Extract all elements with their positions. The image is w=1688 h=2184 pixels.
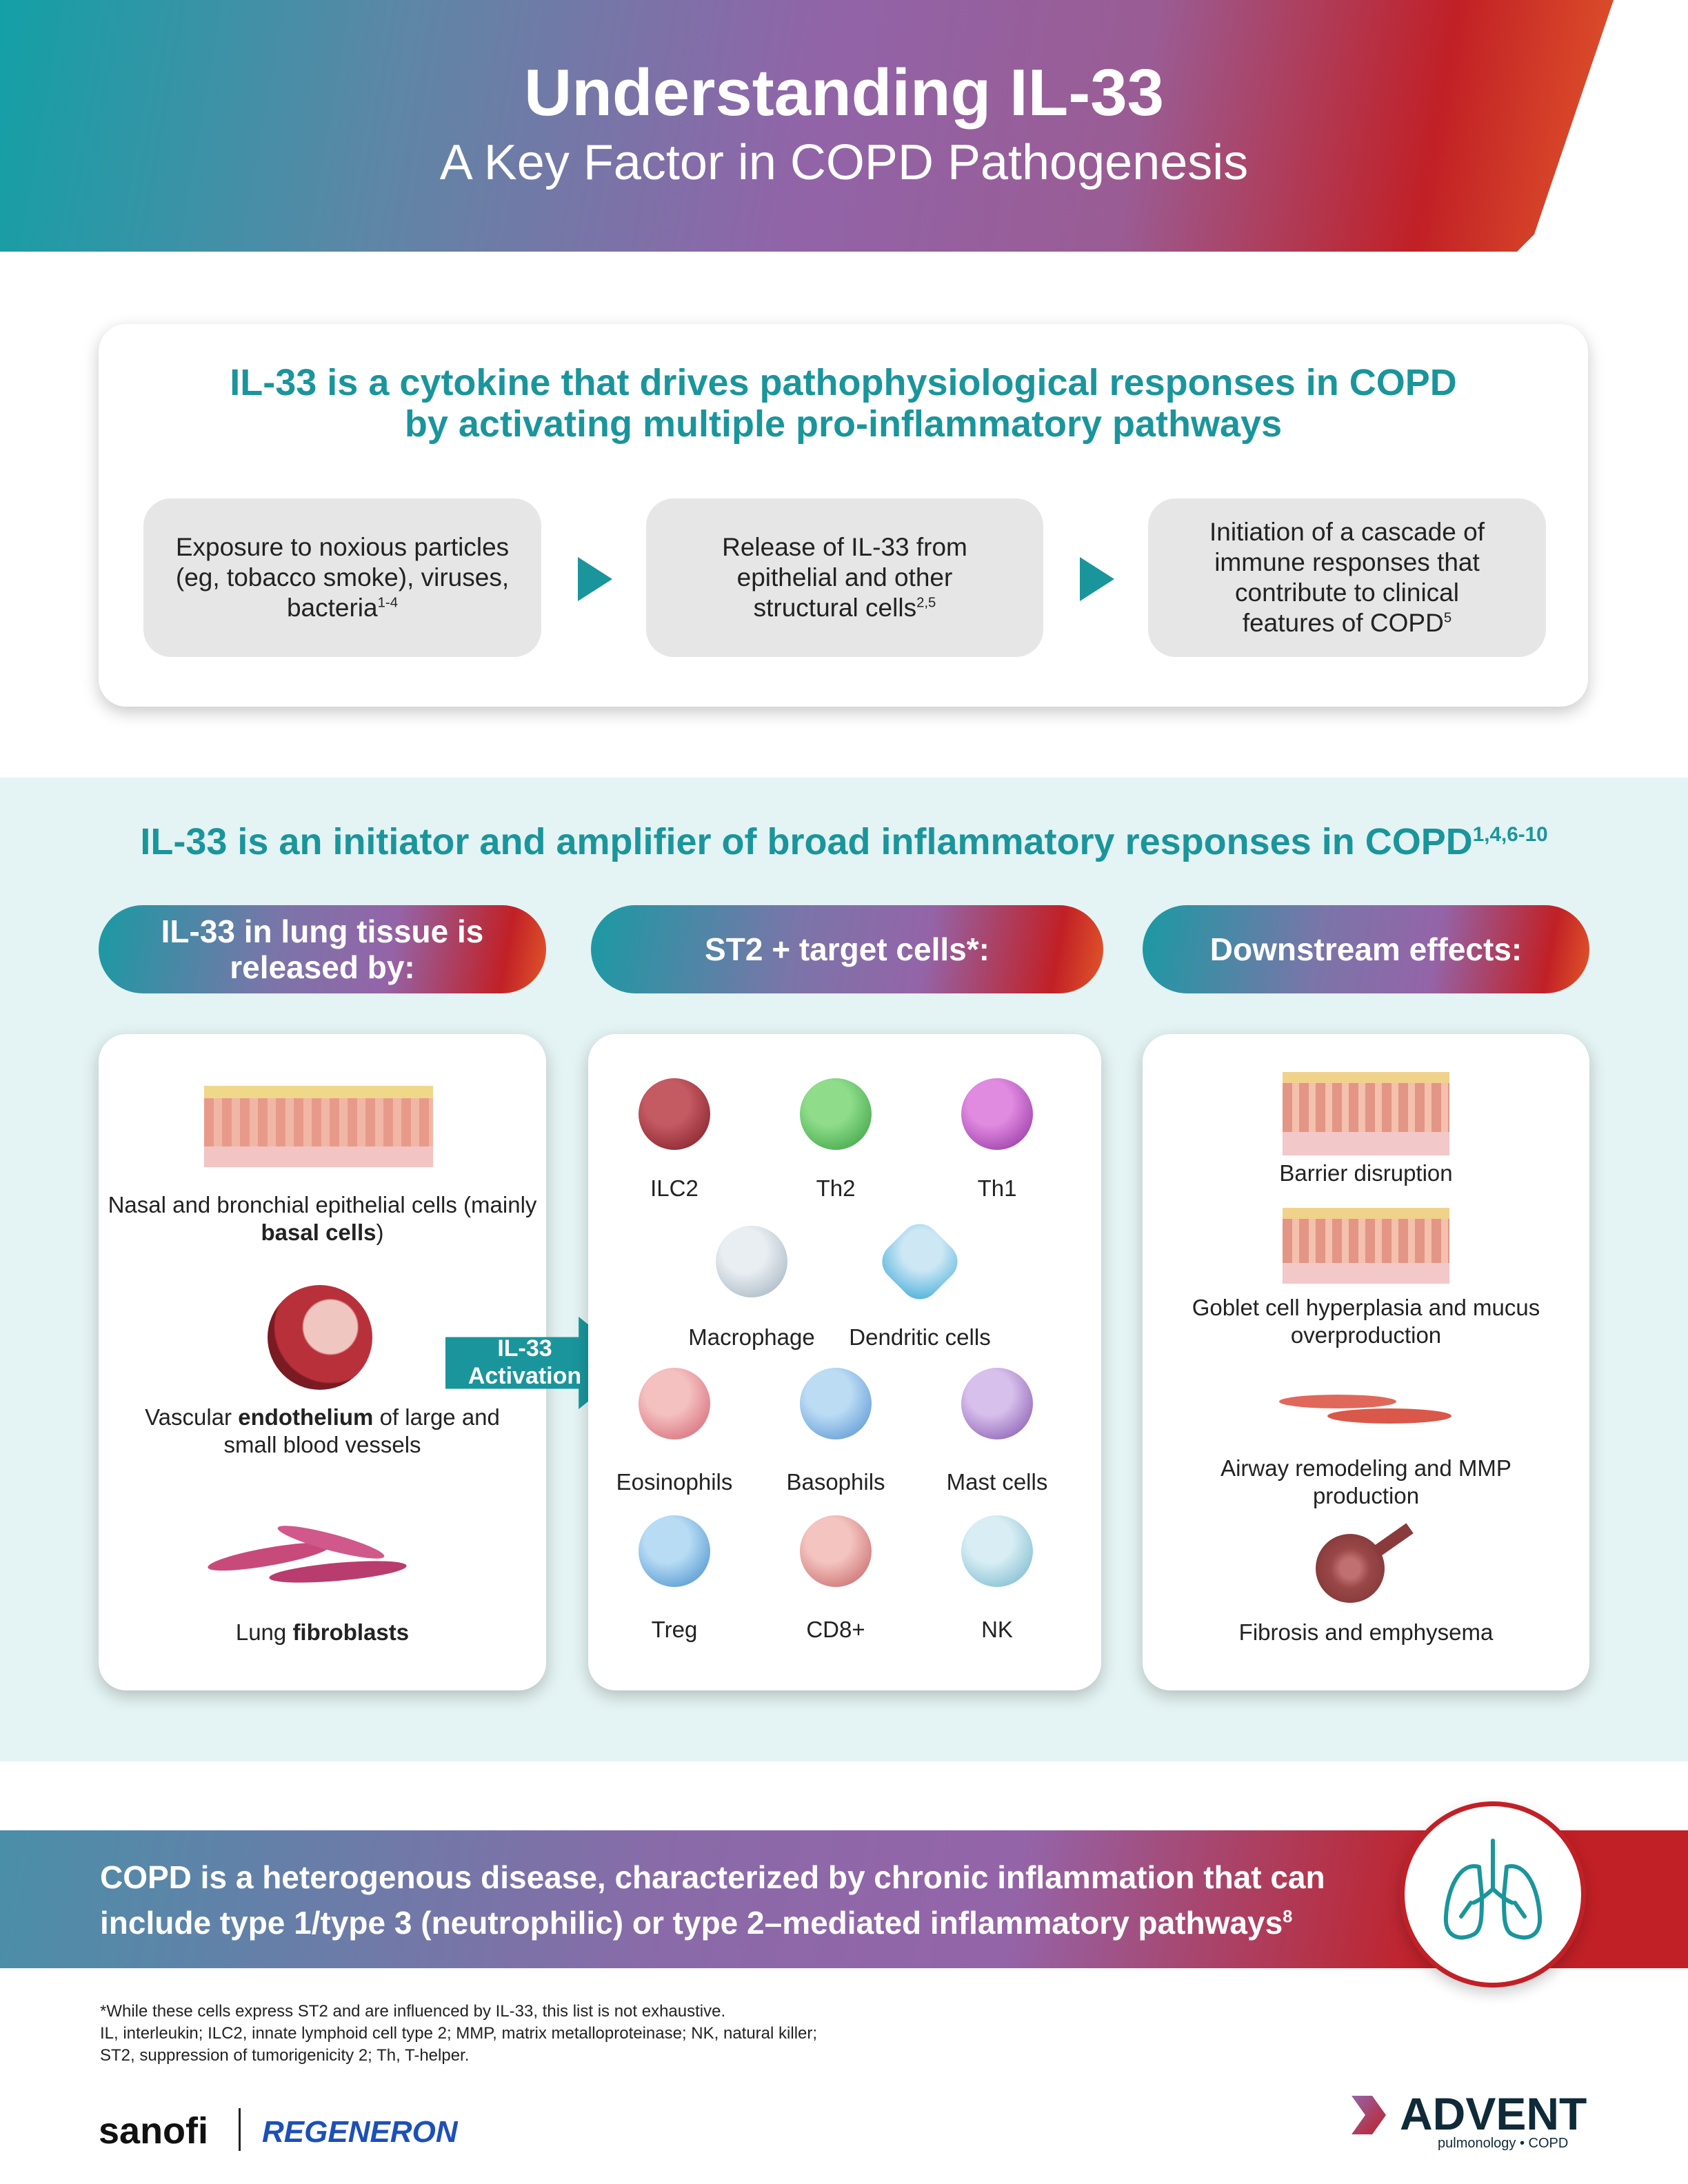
step-ref: 5: [1443, 610, 1452, 626]
step-text: Release of IL-33 from epithelial and oth…: [722, 533, 967, 622]
fibroblast-illustration: [206, 1519, 414, 1589]
cell-illustration: [639, 1515, 710, 1587]
page-subtitle: A Key Factor in COPD Pathogenesis: [439, 135, 1249, 190]
step-ref: 2,5: [916, 595, 936, 611]
section-ref: 1,4,6-10: [1472, 823, 1548, 846]
effect-label: Fibrosis and emphysema: [1238, 1619, 1494, 1645]
intro-title: IL-33 is a cytokine that drives pathophy…: [99, 362, 1588, 445]
cell-label: ILC2: [650, 1175, 699, 1201]
endothelium-label: Vascular endothelium of large and small …: [145, 1404, 500, 1457]
smooth-muscle-illustration: [1279, 1389, 1451, 1430]
cell-illustration: [961, 1078, 1033, 1150]
step-cascade: Initiation of a cascade of immune respon…: [1148, 498, 1546, 657]
epithelial-label: Nasal and bronchial epithelial cells (ma…: [108, 1192, 537, 1245]
cell-label: CD8+: [806, 1617, 865, 1642]
barrier-illustration: [1283, 1072, 1449, 1155]
cell-illustration: [961, 1368, 1033, 1439]
fibroblast-label: Lung fibroblasts: [235, 1619, 410, 1645]
cell-label: Th2: [816, 1175, 856, 1201]
cell-label: Basophils: [786, 1469, 885, 1495]
goblet-illustration: [1283, 1208, 1449, 1284]
cell-illustration: [639, 1368, 710, 1439]
cell-label: Eosinophils: [616, 1469, 733, 1495]
conclusion-text: COPD is a heterogenous disease, characte…: [100, 1859, 1325, 1941]
blood-vessel-illustration: [268, 1285, 372, 1390]
advent-logo: ADVENT: [1400, 2088, 1587, 2139]
effect-label: Goblet cell hyperplasia and mucus overpr…: [1192, 1295, 1540, 1348]
step-exposure: Exposure to noxious particles (eg, tobac…: [143, 498, 541, 657]
page-title: Understanding IL-33: [523, 56, 1165, 130]
alveoli-illustration: [1316, 1534, 1385, 1603]
cell-illustration: [639, 1078, 710, 1150]
cell-label: NK: [981, 1617, 1013, 1642]
sanofi-logo: sanofi: [99, 2110, 209, 2152]
cell-label: Treg: [651, 1617, 698, 1642]
logo-divider: [239, 2108, 241, 2151]
section-title-text: IL-33 is an initiator and amplifier of b…: [140, 821, 1473, 862]
lungs-badge: [1400, 1801, 1586, 1988]
epithelium-illustration: [204, 1086, 433, 1167]
effect-label: Barrier disruption: [1279, 1160, 1453, 1186]
pill-downstream: Downstream effects:: [1143, 905, 1589, 993]
step-text: Initiation of a cascade of immune respon…: [1209, 518, 1485, 637]
cell-illustration: [716, 1226, 787, 1297]
footnotes: *While these cells express ST2 and are i…: [100, 2002, 818, 2065]
lungs-icon: [1443, 1839, 1543, 1940]
step-text: Exposure to noxious particles (eg, tobac…: [175, 533, 510, 622]
cell-illustration: [961, 1515, 1033, 1587]
arrow-right-icon: [578, 557, 612, 601]
pill-target-cells: ST2 + target cells*:: [591, 905, 1103, 993]
section-title: IL-33 is an initiator and amplifier of b…: [0, 820, 1688, 863]
cell-illustration: [800, 1515, 872, 1587]
cell-label: Dendritic cells: [849, 1324, 991, 1350]
cell-illustration: [800, 1368, 872, 1439]
cell-label: Mast cells: [946, 1469, 1048, 1495]
step-ref: 1-4: [377, 595, 399, 611]
cell-illustration: [800, 1078, 872, 1150]
cell-label: Macrophage: [688, 1324, 815, 1350]
intro-title-line2: by activating multiple pro-inflammatory …: [404, 403, 1283, 445]
header-banner: [0, 0, 1614, 252]
effect-label: Airway remodeling and MMP production: [1220, 1455, 1511, 1508]
pill-released-by: IL-33 in lung tissue is released by:: [99, 905, 546, 993]
advent-chevron-icon: [1352, 2096, 1386, 2134]
intro-title-line1: IL-33 is a cytokine that drives pathophy…: [230, 362, 1457, 403]
arrow-right-icon: [1080, 557, 1114, 601]
cell-label: Th1: [977, 1175, 1017, 1201]
step-release: Release of IL-33 from epithelial and oth…: [646, 498, 1043, 657]
advent-tagline: pulmonology • COPD: [1438, 2136, 1569, 2151]
regeneron-logo: REGENERON: [262, 2115, 458, 2149]
